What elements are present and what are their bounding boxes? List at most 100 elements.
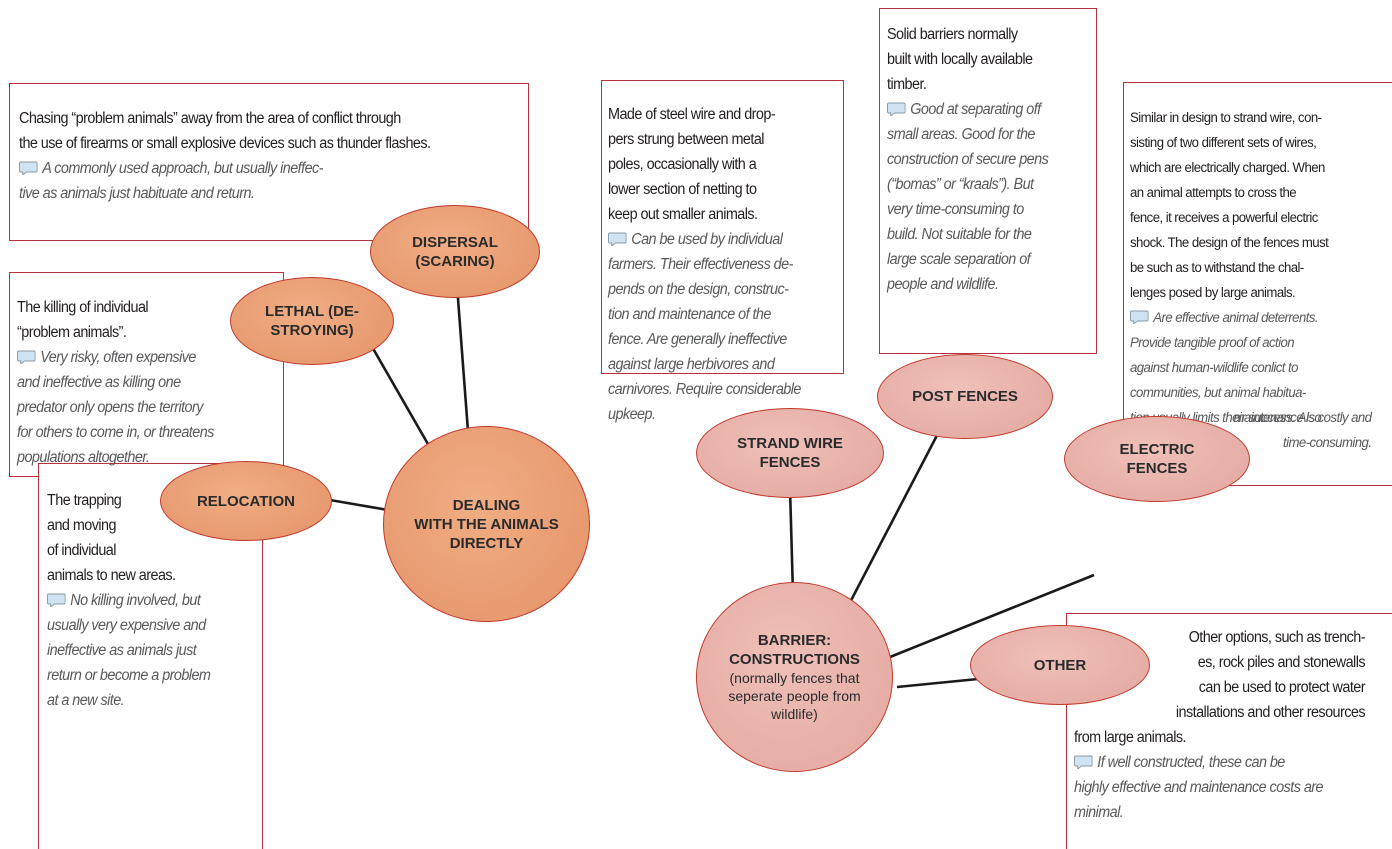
lethal-note-line: and ineffective as killing one (17, 374, 181, 391)
node-label-line: LETHAL (DE- (265, 303, 359, 320)
node-label-line: FENCES (759, 454, 821, 471)
lethal-text: The killing of individual “problem anima… (17, 295, 214, 470)
hub-label-line: WITH THE ANIMALS (414, 515, 559, 533)
node-label-line: POST FENCES (912, 388, 1018, 405)
other-text: from large animals. If well constructed,… (1074, 725, 1324, 825)
node-label-line: DISPERSAL (412, 233, 498, 251)
electric-desc-line: fence, it receives a powerful electric (1130, 210, 1318, 226)
speech-bubble-icon (887, 102, 906, 116)
dispersal-text: Chasing “problem animals” away from the … (19, 106, 431, 206)
relocation-note-line: usually very expensive and (47, 617, 206, 634)
strand-note-line: carnivores. Require considerable (608, 381, 801, 398)
relocation-desc-line: animals to new areas. (47, 567, 176, 584)
node-label-line: RELOCATION (196, 492, 296, 510)
strand-note-line: pends on the design, construc- (608, 281, 789, 298)
other-desc-line: Other options, such as trench- (1188, 629, 1366, 646)
connector-post (843, 419, 947, 613)
hub-label-line: DEALING (452, 496, 521, 514)
post-note-line: people and wildlife. (887, 276, 999, 293)
post-desc-line: Solid barriers normally (887, 26, 1018, 43)
node-electric-fences: ELECTRIC FENCES (1064, 416, 1250, 502)
node-label-line: ELECTRIC (1119, 441, 1195, 458)
post-note-line: construction of secure pens (887, 151, 1049, 168)
connector-other (896, 677, 979, 689)
strand-note-line: farmers. Their effectiveness de- (608, 256, 793, 273)
lethal-note-line: predator only opens the territory (17, 399, 203, 416)
other-note-line: If well constructed, these can be (1097, 754, 1285, 771)
post-desc-line: built with locally available (887, 51, 1033, 68)
strand-note-line: Can be used by individual (631, 231, 783, 248)
other-desc-line: can be used to protect water (1198, 679, 1366, 696)
electric-desc-line: lenges posed by large animals. (1130, 285, 1296, 301)
dispersal-note-line: A commonly used approach, but usually in… (42, 160, 323, 177)
other-note-line: highly effective and maintenance costs a… (1074, 779, 1324, 796)
strand-note-line: upkeep. (608, 406, 656, 423)
node-label-line: FENCES (1126, 460, 1188, 477)
electric-desc-line: which are electrically charged. When (1130, 160, 1325, 176)
post-note-line: very time-consuming to (887, 201, 1024, 218)
speech-bubble-icon (1074, 755, 1093, 769)
hub-sub-line: (normally fences that (729, 670, 860, 686)
hub-label-line: BARRIER: (757, 632, 832, 649)
hub-barrier: BARRIER: CONSTRUCTIONS (normally fences … (696, 582, 893, 772)
node-strand-wire: STRAND WIRE FENCES (696, 408, 884, 498)
relocation-note-line: at a new site. (47, 692, 125, 709)
lethal-desc-line: The killing of individual (17, 299, 149, 316)
node-dispersal: DISPERSAL(SCARING) (370, 205, 540, 298)
strand-note-line: against large herbivores and (608, 356, 775, 373)
electric-fences-text-tail: maintenance is costly and time-consuming… (1178, 406, 1372, 456)
electric-desc-line: sisting of two different sets of wires, (1130, 135, 1317, 151)
hub-sub-line: seperate people from (728, 688, 861, 704)
post-note-line: small areas. Good for the (887, 126, 1035, 143)
post-note-line: large scale separation of (887, 251, 1031, 268)
node-label-line: (SCARING) (415, 252, 495, 270)
electric-desc-line: an animal attempts to cross the (1130, 185, 1297, 201)
node-relocation: RELOCATION (160, 461, 332, 541)
speech-bubble-icon (608, 232, 627, 246)
strand-note-line: tion and maintenance of the (608, 306, 771, 323)
node-label-line: STRAND WIRE (737, 435, 843, 452)
relocation-desc-line: The trapping (47, 492, 122, 509)
other-note-line: minimal. (1074, 804, 1124, 821)
electric-note-line: Provide tangible proof of action (1130, 335, 1295, 351)
electric-desc-line: Similar in design to strand wire, con- (1130, 110, 1322, 126)
electric-note-line: time-consuming. (1283, 435, 1372, 451)
dispersal-desc-line: the use of firearms or small explosive d… (19, 135, 431, 152)
post-fences-text: Solid barriers normally built with local… (887, 22, 1049, 297)
hub-label-line: DIRECTLY (449, 534, 524, 552)
electric-note-line: maintenance is costly and (1233, 410, 1372, 426)
strand-desc-line: Made of steel wire and drop- (608, 106, 776, 123)
strand-wire-text: Made of steel wire and drop- pers strung… (608, 102, 801, 427)
lethal-desc-line: “problem animals”. (17, 324, 127, 341)
node-label-line: OTHER (1033, 656, 1087, 674)
post-note-line: Good at separating off (910, 101, 1041, 118)
electric-note-line: communities, but animal habitua- (1130, 385, 1306, 401)
hub-sub-line: wildlife) (771, 706, 818, 722)
strand-desc-line: pers strung between metal (608, 131, 764, 148)
dispersal-desc-line: Chasing “problem animals” away from the … (19, 110, 401, 127)
lethal-note-line: populations altogether. (17, 449, 150, 466)
node-lethal: LETHAL (DE-STROYING) (230, 277, 394, 365)
lethal-note-line: for others to come in, or threatens (17, 424, 214, 441)
strand-wire-box (601, 80, 844, 374)
post-fences-box (879, 8, 1097, 354)
electric-desc-line: be such as to withstand the chal- (1130, 260, 1304, 276)
relocation-desc-line: and moving (47, 517, 117, 534)
other-desc-line: es, rock piles and stonewalls (1197, 654, 1366, 671)
dispersal-note-line: tive as animals just habituate and retur… (19, 185, 255, 202)
speech-bubble-icon (1130, 310, 1149, 324)
electric-fences-text: Similar in design to strand wire, con- s… (1130, 106, 1329, 431)
other-desc-line: from large animals. (1074, 729, 1187, 746)
electric-note-line: against human-wildlife conlict to (1130, 360, 1298, 376)
relocation-note-line: ineffective as animals just (47, 642, 197, 659)
speech-bubble-icon (17, 350, 36, 364)
other-text-right: Other options, such as trench- es, rock … (1126, 625, 1366, 725)
strand-desc-line: poles, occasionally with a (608, 156, 757, 173)
lethal-note-line: Very risky, often expensive (40, 349, 196, 366)
relocation-desc-line: of individual (47, 542, 116, 559)
hub-label-line: CONSTRUCTIONS (729, 651, 860, 668)
electric-note-line: Are effective animal deterrents. (1153, 310, 1319, 326)
strand-note-line: fence. Are generally ineffective (608, 331, 787, 348)
node-post-fences: POST FENCES (877, 354, 1053, 439)
